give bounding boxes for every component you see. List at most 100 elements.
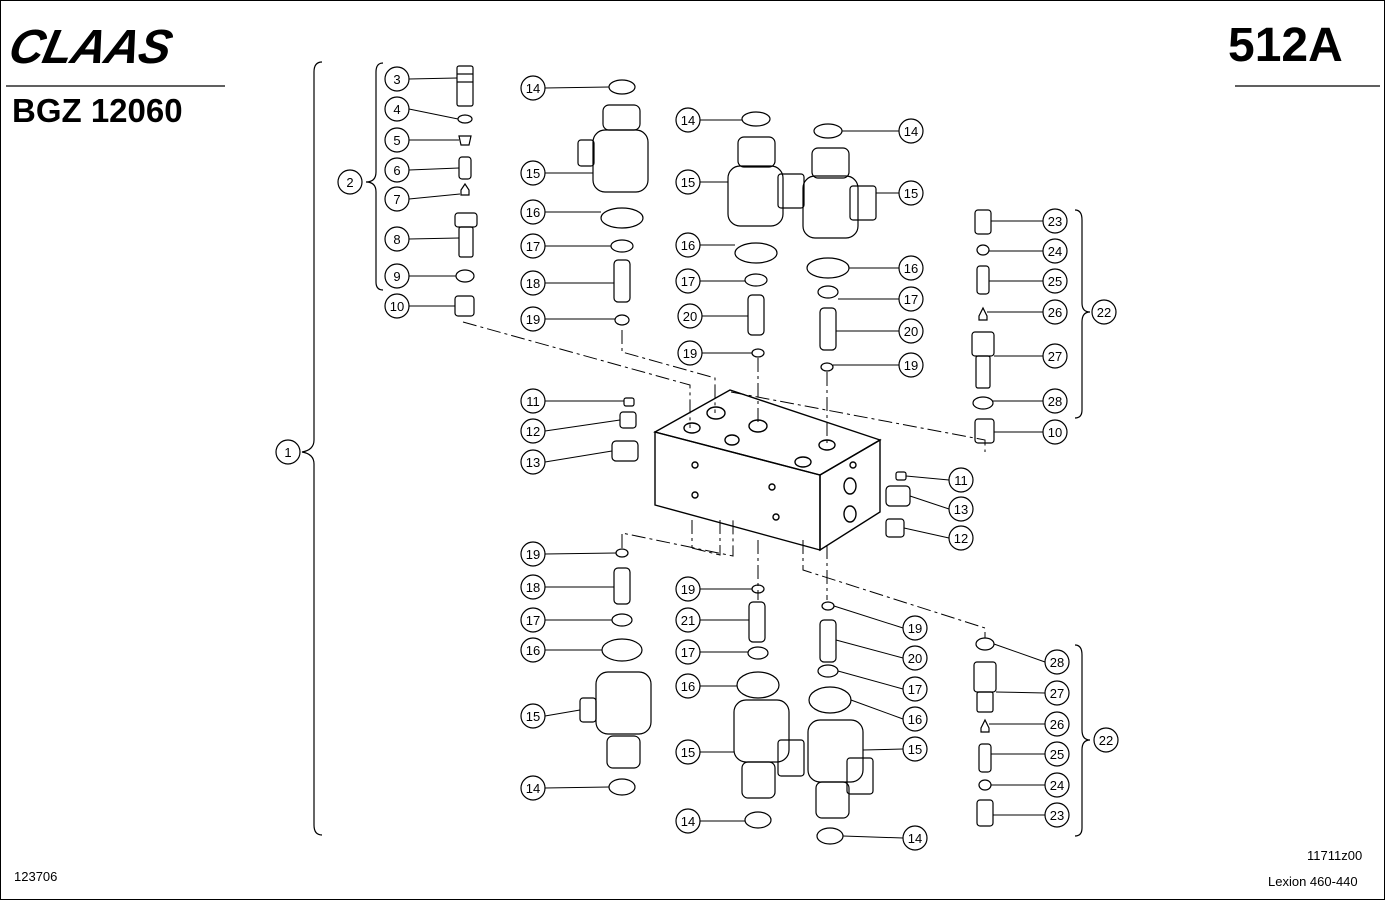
leader-line bbox=[909, 495, 950, 510]
callout-number: 2 bbox=[346, 175, 353, 190]
callout-16: 16 bbox=[675, 673, 701, 699]
leader-line bbox=[995, 691, 1046, 694]
callout-25: 25 bbox=[1044, 741, 1070, 767]
callout-15: 15 bbox=[520, 703, 546, 729]
callout-14: 14 bbox=[520, 75, 546, 101]
leader-line bbox=[408, 193, 461, 200]
callout-circle bbox=[948, 496, 974, 522]
callout-number: 26 bbox=[1048, 305, 1062, 320]
callout-circle bbox=[384, 157, 410, 183]
drawing-number: 11711z00 bbox=[1307, 848, 1363, 863]
callout-14: 14 bbox=[520, 775, 546, 801]
callout-circle bbox=[384, 263, 410, 289]
callout-circle bbox=[384, 293, 410, 319]
callout-25: 25 bbox=[1042, 268, 1068, 294]
callout-circle bbox=[520, 607, 546, 633]
callout-circle bbox=[1042, 268, 1068, 294]
callout-number: 10 bbox=[1048, 425, 1062, 440]
callout-number: 4 bbox=[393, 102, 400, 117]
callout-17: 17 bbox=[902, 676, 928, 702]
callout-12: 12 bbox=[520, 418, 546, 444]
callout-circle bbox=[675, 232, 701, 258]
callout-19: 19 bbox=[898, 352, 924, 378]
callout-23: 23 bbox=[1042, 208, 1068, 234]
callout-circle bbox=[948, 525, 974, 551]
callout-circle bbox=[520, 199, 546, 225]
leader-line bbox=[850, 699, 904, 720]
callout-circle bbox=[520, 75, 546, 101]
callout-11: 11 bbox=[520, 388, 546, 414]
leader-line bbox=[544, 450, 613, 463]
leader-line bbox=[544, 709, 581, 717]
callout-number: 25 bbox=[1048, 274, 1062, 289]
callout-number: 1 bbox=[284, 445, 291, 460]
callout-13: 13 bbox=[948, 496, 974, 522]
callout-15: 15 bbox=[675, 739, 701, 765]
callout-number: 15 bbox=[904, 186, 918, 201]
callout-circle bbox=[520, 637, 546, 663]
callout-circle bbox=[902, 736, 928, 762]
callout-number: 15 bbox=[681, 175, 695, 190]
callout-number: 17 bbox=[908, 682, 922, 697]
callout-number: 8 bbox=[393, 232, 400, 247]
callout-15: 15 bbox=[520, 160, 546, 186]
callout-circle bbox=[898, 255, 924, 281]
callout-16: 16 bbox=[675, 232, 701, 258]
callout-circle bbox=[902, 645, 928, 671]
callout-circle bbox=[520, 388, 546, 414]
leader-line bbox=[544, 552, 617, 555]
callout-circle bbox=[337, 169, 363, 195]
callout-14: 14 bbox=[902, 825, 928, 851]
callout-number: 16 bbox=[908, 712, 922, 727]
callout-number: 17 bbox=[681, 645, 695, 660]
callout-number: 12 bbox=[954, 531, 968, 546]
callout-9: 9 bbox=[384, 263, 410, 289]
callout-circle bbox=[520, 449, 546, 475]
callout-circle bbox=[520, 306, 546, 332]
callout-number: 19 bbox=[681, 582, 695, 597]
callout-circle bbox=[1093, 727, 1119, 753]
callout-circle bbox=[898, 286, 924, 312]
callout-circle bbox=[898, 118, 924, 144]
callout-28: 28 bbox=[1042, 388, 1068, 414]
callout-22: 22 bbox=[1091, 299, 1117, 325]
callout-number: 16 bbox=[681, 238, 695, 253]
callout-circle bbox=[1044, 772, 1070, 798]
callout-circle bbox=[677, 303, 703, 329]
callout-circle bbox=[1042, 419, 1068, 445]
callout-circle bbox=[1091, 299, 1117, 325]
callout-17: 17 bbox=[675, 268, 701, 294]
callout-circle bbox=[520, 574, 546, 600]
callout-20: 20 bbox=[902, 645, 928, 671]
callout-16: 16 bbox=[902, 706, 928, 732]
callout-number: 20 bbox=[683, 309, 697, 324]
callout-circle bbox=[898, 352, 924, 378]
callout-8: 8 bbox=[384, 226, 410, 252]
page-code: 512A bbox=[1228, 19, 1343, 72]
callout-number: 16 bbox=[904, 261, 918, 276]
callout-circle bbox=[675, 739, 701, 765]
callout-circle bbox=[384, 66, 410, 92]
callout-circle bbox=[1044, 802, 1070, 828]
leader-line bbox=[903, 527, 950, 539]
leader-line bbox=[408, 77, 458, 80]
callout-19: 19 bbox=[677, 340, 703, 366]
callout-number: 14 bbox=[526, 781, 540, 796]
callout-number: 18 bbox=[526, 580, 540, 595]
callout-17: 17 bbox=[520, 607, 546, 633]
leader-line bbox=[905, 475, 950, 481]
callout-circle bbox=[520, 775, 546, 801]
callout-number: 13 bbox=[526, 455, 540, 470]
callout-circle bbox=[675, 639, 701, 665]
callout-number: 11 bbox=[526, 394, 540, 409]
callout-number: 20 bbox=[908, 651, 922, 666]
callout-number: 24 bbox=[1048, 244, 1062, 259]
valve-block bbox=[653, 389, 882, 552]
callout-19: 19 bbox=[675, 576, 701, 602]
callout-circle bbox=[902, 825, 928, 851]
callout-circle bbox=[520, 160, 546, 186]
callout-18: 18 bbox=[520, 270, 546, 296]
callout-circle bbox=[384, 127, 410, 153]
callout-27: 27 bbox=[1044, 680, 1070, 706]
callout-circle bbox=[1044, 741, 1070, 767]
